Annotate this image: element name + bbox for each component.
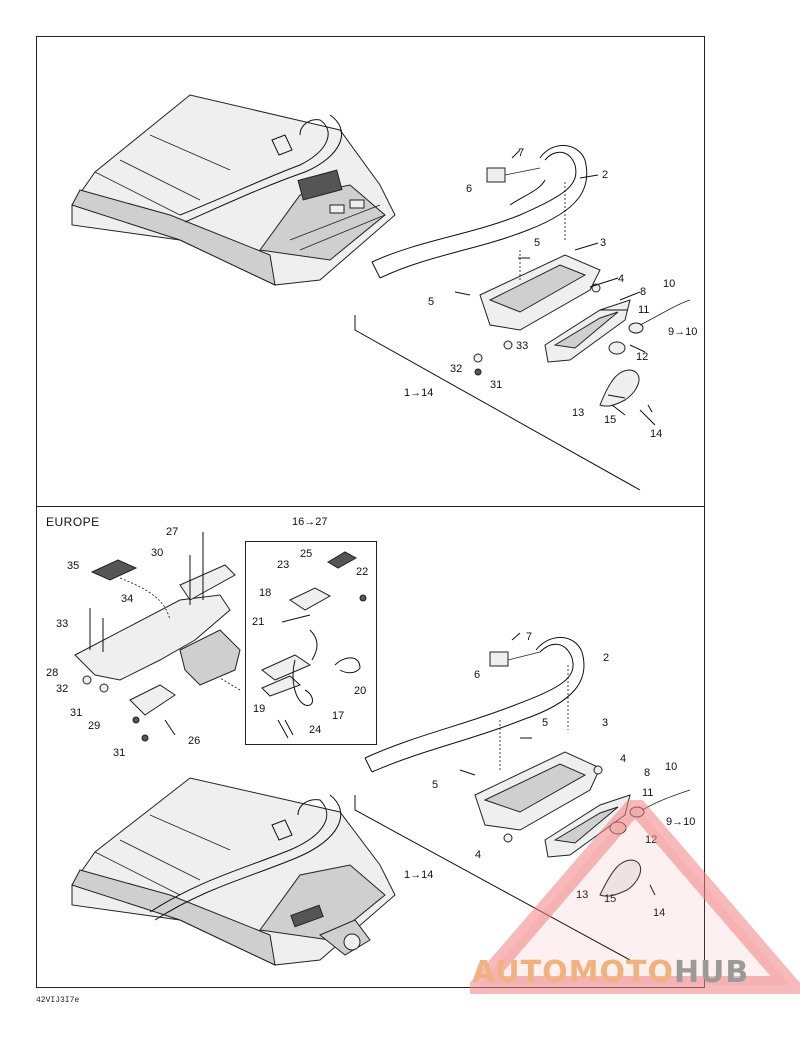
lower-callout-23: 23 [277, 559, 289, 571]
section-label: EUROPE [46, 515, 100, 529]
section-divider [36, 506, 705, 507]
watermark-logo: AUTOMOTOHUB [472, 955, 749, 990]
upper-callout-10: 10 [663, 278, 675, 290]
lower-callout-11: 10 [665, 761, 677, 773]
lower-callout-19: 19 [253, 703, 265, 715]
lower-callout-22: 22 [356, 566, 368, 578]
lower-callout-1: 2 [603, 652, 609, 664]
lower-callout-25: 25 [300, 548, 312, 560]
upper-callout-5: 5 [428, 296, 434, 308]
inset-parts [261, 551, 367, 739]
upper-callout-3: 4 [618, 273, 624, 285]
upper-callout-15: 15 [604, 414, 616, 426]
lower-callout-3: 4 [620, 753, 626, 765]
upper-group-range: 1→14 [404, 387, 433, 399]
watermark-part1: AUTOMOTO [472, 955, 674, 990]
upper-callout-17: 32 [450, 363, 462, 375]
upper-callout-4: 5 [534, 237, 540, 249]
lower-callout-14: 13 [576, 889, 588, 901]
lower-callout-27: 27 [166, 526, 178, 538]
lower-callout-8: 7 [526, 631, 532, 643]
lower-callout-32: 31 [70, 707, 82, 719]
inset-group-range: 16→27 [292, 516, 327, 528]
lower-group-range: 1→14 [404, 869, 433, 881]
lower-callout-9: 8 [644, 767, 650, 779]
lower-callout-34: 33 [56, 618, 68, 630]
upper-callout-8: 8 [640, 286, 646, 298]
inset-frame [245, 541, 377, 745]
upper-vehicle [71, 94, 396, 286]
lower-exploded [354, 632, 691, 961]
lower-callout-15: 14 [653, 907, 665, 919]
upper-callout-13: 13 [572, 407, 584, 419]
lower-callout-12: 11 [642, 787, 653, 799]
lower-callout-17: 17 [332, 710, 344, 722]
upper-callout-16: 31 [490, 379, 502, 391]
lower-callout-2: 3 [602, 717, 608, 729]
upper-exploded [354, 145, 691, 491]
lower-vehicle [71, 777, 396, 966]
callout-labels: 234556789→101011121314153132332344556789… [46, 147, 697, 919]
upper-callout-11: 11 [638, 304, 649, 316]
watermark-part2: HUB [673, 955, 750, 990]
lower-callout-28: 28 [46, 667, 58, 679]
figure-code: 42VIJ3I7e [36, 996, 80, 1005]
lower-callout-10: 9→10 [666, 816, 695, 828]
watermark-triangle [470, 800, 800, 994]
lower-callout-35: 34 [121, 593, 133, 605]
upper-callout-18: 33 [516, 340, 528, 352]
upper-callout-2: 3 [600, 237, 606, 249]
lower-callout-16: 15 [604, 893, 616, 905]
lower-callout-33: 32 [56, 683, 68, 695]
lower-callout-26: 26 [188, 735, 200, 747]
lower-callout-24: 24 [309, 724, 321, 736]
lower-callout-20: 20 [354, 685, 366, 697]
lower-callout-18: 18 [259, 587, 271, 599]
upper-callout-7: 7 [518, 147, 524, 159]
lower-callout-36: 35 [67, 560, 79, 572]
lower-callout-30: 30 [151, 547, 163, 559]
upper-callout-1: 2 [602, 169, 608, 181]
lower-callout-6: 5 [432, 779, 438, 791]
upper-callout-14: 14 [650, 428, 662, 440]
lower-callout-4: 4 [475, 849, 481, 861]
lower-callout-21: 21 [252, 616, 264, 628]
upper-callout-6: 6 [466, 183, 472, 195]
lower-hitch [74, 532, 241, 742]
upper-callout-12: 12 [636, 351, 648, 363]
lower-callout-31: 31 [113, 747, 125, 759]
upper-callout-9: 9→10 [668, 326, 697, 338]
lower-callout-7: 6 [474, 669, 480, 681]
lower-callout-5: 5 [542, 717, 548, 729]
diagram-frame [36, 36, 705, 988]
lower-callout-29: 29 [88, 720, 100, 732]
